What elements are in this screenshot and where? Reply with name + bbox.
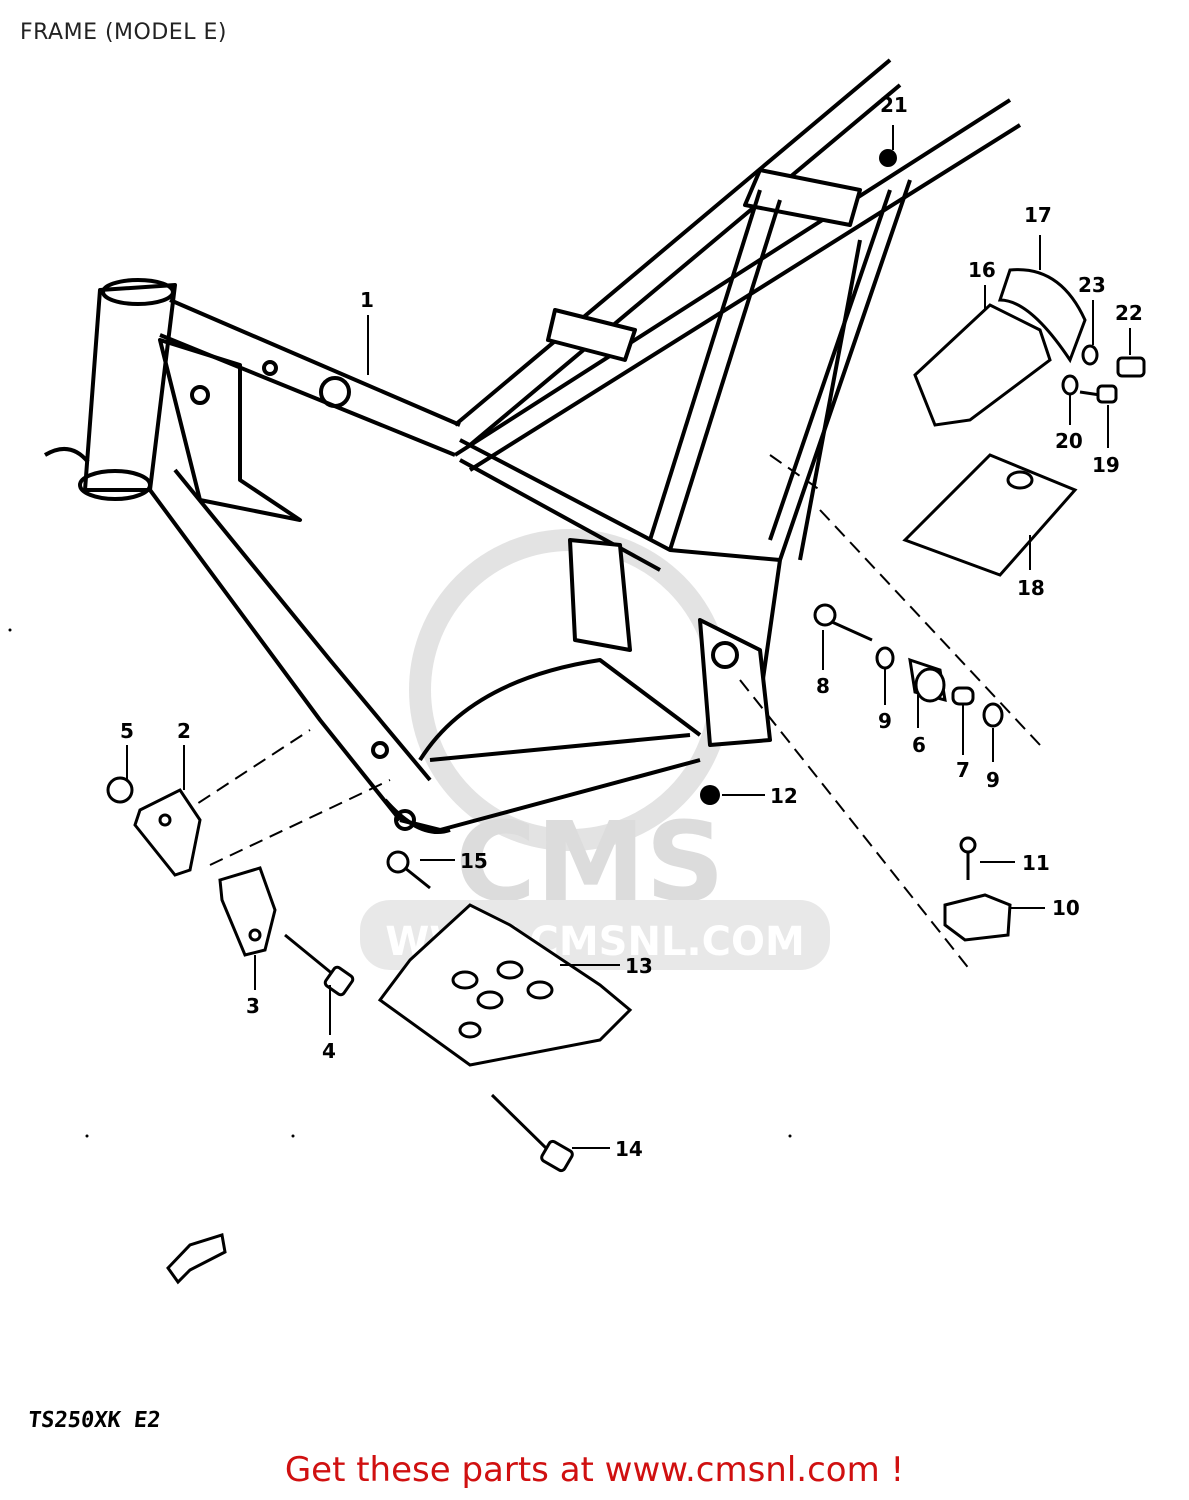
- callout-22: 22: [1115, 301, 1143, 325]
- callout-6: 6: [912, 733, 926, 757]
- part-4-bolt: [284, 933, 355, 997]
- part-20-washer: [1061, 374, 1079, 396]
- callout-11: 11: [1022, 851, 1050, 875]
- callout-19: 19: [1092, 453, 1120, 477]
- callout-9b: 9: [986, 768, 1000, 792]
- part-21-nut: [879, 149, 897, 167]
- part-7-pin: [951, 686, 975, 706]
- part-11-screw: [959, 836, 977, 880]
- part-2-bracket: [133, 788, 202, 877]
- part-15-bolt: [386, 850, 431, 890]
- part-10-block: [943, 893, 1012, 942]
- callout-18: 18: [1017, 576, 1045, 600]
- callout-7: 7: [956, 758, 970, 782]
- callout-15: 15: [460, 849, 488, 873]
- part-8-bolt: [813, 603, 873, 642]
- callout-leaders: [126, 125, 1131, 1149]
- part-14-bolt: [490, 1093, 574, 1173]
- part-23-washer: [1081, 344, 1099, 366]
- part-19-bolt: [1079, 384, 1118, 404]
- part-12-nut: [700, 785, 720, 805]
- callout-8: 8: [816, 674, 830, 698]
- part-6-collar: [908, 657, 947, 703]
- part-17-cover: [997, 268, 1087, 364]
- scan-dots: [8, 628, 792, 1138]
- callout-10: 10: [1052, 896, 1080, 920]
- part-5-nut: [106, 776, 134, 804]
- callout-12: 12: [770, 784, 798, 808]
- part-9-washer-a: [875, 646, 895, 670]
- model-code: TS250XK E2: [26, 1408, 162, 1433]
- callout-16: 16: [968, 258, 996, 282]
- callout-9a: 9: [878, 709, 892, 733]
- callout-20: 20: [1055, 429, 1083, 453]
- page-title: FRAME (MODEL E): [20, 20, 227, 45]
- callout-2: 2: [177, 719, 191, 743]
- leader-lines: [179, 454, 1041, 971]
- callout-1: 1: [360, 288, 374, 312]
- callout-5: 5: [120, 719, 134, 743]
- callout-13: 13: [625, 954, 653, 978]
- part-22-nut: [1116, 356, 1146, 378]
- callout-17: 17: [1024, 203, 1052, 227]
- callout-23: 23: [1078, 273, 1106, 297]
- part-16-reflector: [913, 303, 1052, 427]
- callout-21: 21: [880, 93, 908, 117]
- front-direction-arrow-icon: [166, 1233, 227, 1285]
- footer-link[interactable]: Get these parts at www.cmsnl.com !: [284, 1450, 905, 1490]
- footer: Get these parts at www.cmsnl.com !: [0, 1450, 1189, 1490]
- callouts: 1 2 3 4 5 6 7 8 9 9 10 11 12 13 14 15 16…: [120, 93, 1143, 1161]
- main-frame: [43, 58, 1022, 834]
- part-18-flap: [902, 453, 1078, 577]
- part-3-bracket: [218, 866, 277, 957]
- callout-14: 14: [615, 1137, 643, 1161]
- callout-3: 3: [246, 994, 260, 1018]
- callout-4: 4: [322, 1039, 336, 1063]
- part-9-washer-b: [982, 702, 1004, 728]
- part-13-skid-plate: [377, 903, 633, 1067]
